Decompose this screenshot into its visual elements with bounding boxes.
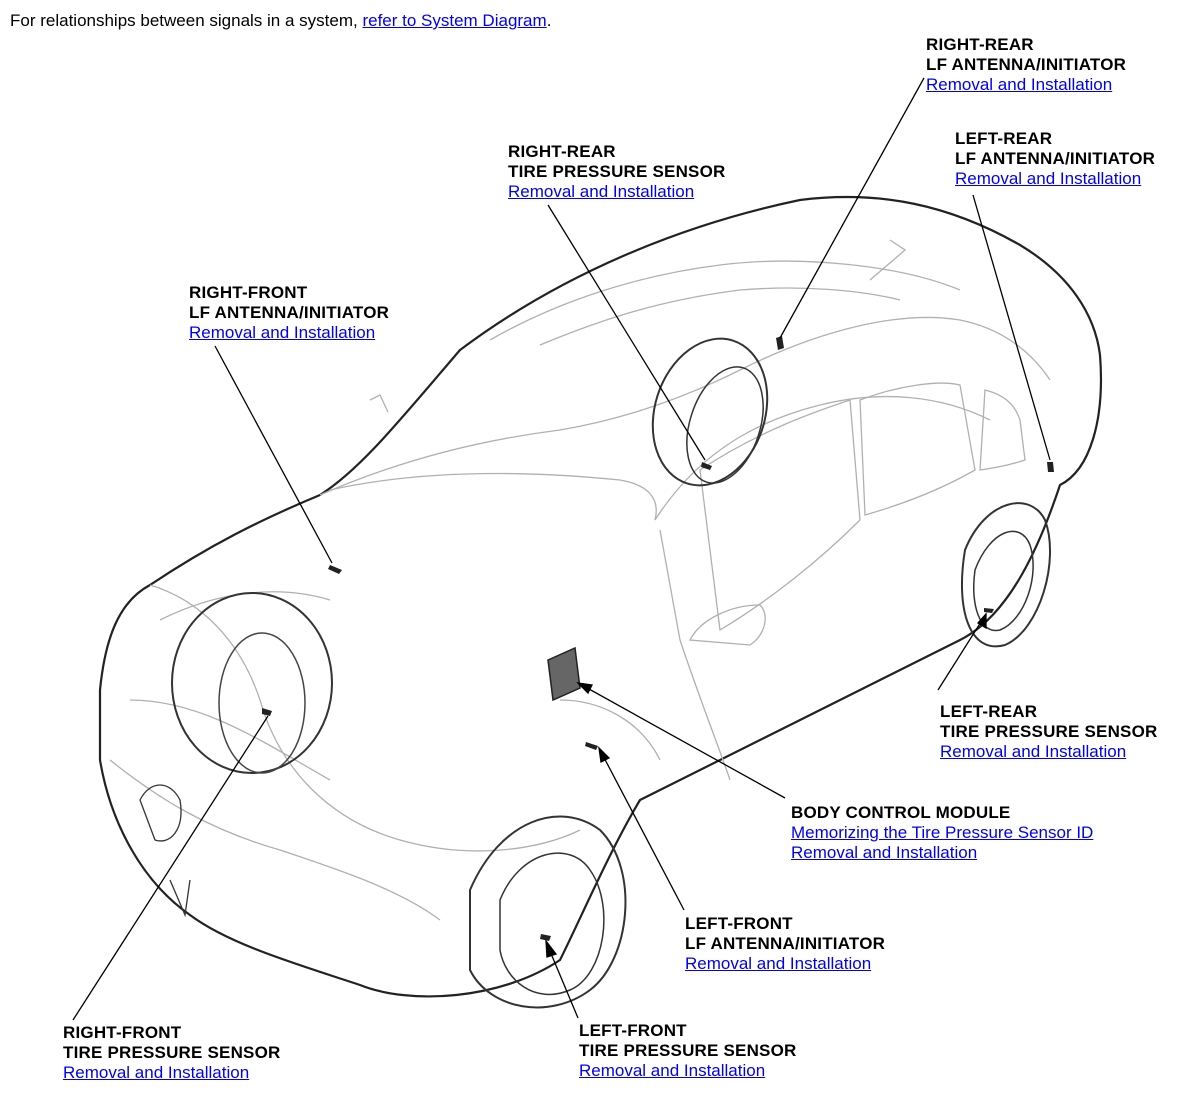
lr-antenna-leader — [972, 194, 1051, 461]
callout-title-line2: LF ANTENNA/INITIATOR — [926, 55, 1127, 74]
callout-right-front-sensor: RIGHT-FRONT TIRE PRESSURE SENSOR Removal… — [63, 1023, 281, 1083]
bcm-removal-link[interactable]: Removal and Installation — [791, 843, 978, 862]
car-drawing — [98, 195, 1103, 998]
rr-antenna-leader — [779, 77, 925, 339]
rr-sensor-mark — [701, 462, 712, 470]
component-marks — [262, 336, 1054, 941]
right-rear-wheel-outer — [651, 337, 769, 487]
right-rear-wheel-inner — [686, 366, 764, 484]
intro-sentence: For relationships between signals in a s… — [10, 11, 363, 30]
callout-right-front-antenna: RIGHT-FRONT LF ANTENNA/INITIATOR Removal… — [189, 283, 389, 343]
rr-sensor-leader — [547, 204, 706, 461]
callout-title-line1: BODY CONTROL MODULE — [791, 803, 1011, 822]
callout-left-rear-sensor: LEFT-REAR TIRE PRESSURE SENSOR Removal a… — [940, 702, 1158, 762]
rr-sensor-removal-link[interactable]: Removal and Installation — [508, 182, 695, 201]
lf-antenna-removal-link[interactable]: Removal and Installation — [685, 954, 872, 973]
callout-title-line1: LEFT-REAR — [955, 129, 1053, 148]
rf-sensor-mark — [262, 708, 272, 716]
rf-antenna-leader — [214, 345, 333, 564]
lf-sensor-leader — [546, 943, 579, 1019]
lr-sensor-mark — [984, 608, 994, 613]
left-front-wheel-inner — [499, 852, 605, 996]
lr-sensor-leader — [937, 613, 987, 691]
lf-sensor-arrow — [545, 938, 558, 958]
rf-antenna-removal-link[interactable]: Removal and Installation — [189, 323, 376, 342]
callout-title-line2: LF ANTENNA/INITIATOR — [955, 149, 1156, 168]
callout-title-line1: RIGHT-REAR — [926, 35, 1034, 54]
callout-title-line1: RIGHT-FRONT — [63, 1023, 182, 1042]
rf-sensor-removal-link[interactable]: Removal and Installation — [63, 1063, 250, 1082]
lr-antenna-mark — [1047, 462, 1054, 472]
bcm-leader — [579, 683, 786, 799]
callout-body-control-module: BODY CONTROL MODULE Memorizing the Tire … — [791, 803, 1093, 863]
callout-title-line1: RIGHT-REAR — [508, 142, 616, 161]
callout-title-line2: TIRE PRESSURE SENSOR — [63, 1043, 281, 1062]
rf-antenna-mark — [328, 565, 342, 574]
callout-title-line1: LEFT-REAR — [940, 702, 1038, 721]
rr-antenna-mark — [776, 336, 784, 350]
bcm-arrow — [576, 682, 593, 695]
body-control-module-shape — [547, 646, 581, 702]
rf-sensor-leader — [72, 715, 269, 1021]
rr-antenna-removal-link[interactable]: Removal and Installation — [926, 75, 1113, 94]
left-rear-wheel-outer — [961, 502, 1052, 648]
callout-title-line2: LF ANTENNA/INITIATOR — [685, 934, 886, 953]
left-front-wheel-outer — [469, 815, 627, 1009]
intro-suffix: . — [546, 11, 552, 30]
left-rear-wheel-inner — [973, 530, 1034, 632]
callout-title-line1: RIGHT-FRONT — [189, 283, 308, 302]
right-front-wheel-outer — [171, 592, 333, 774]
callout-title-line2: TIRE PRESSURE SENSOR — [579, 1041, 797, 1060]
lf-sensor-removal-link[interactable]: Removal and Installation — [579, 1061, 766, 1080]
callout-left-front-antenna: LEFT-FRONT LF ANTENNA/INITIATOR Removal … — [685, 914, 885, 974]
system-diagram-link[interactable]: refer to System Diagram — [362, 11, 547, 30]
callout-left-front-sensor: LEFT-FRONT TIRE PRESSURE SENSOR Removal … — [579, 1021, 797, 1081]
right-front-wheel-inner — [218, 632, 306, 774]
lf-antenna-leader — [599, 749, 685, 911]
callout-title-line2: TIRE PRESSURE SENSOR — [508, 162, 726, 181]
callout-right-rear-antenna: RIGHT-REAR LF ANTENNA/INITIATOR Removal … — [926, 35, 1126, 95]
leader-lines — [72, 77, 1051, 1021]
callout-title-line2: TIRE PRESSURE SENSOR — [940, 722, 1158, 741]
lf-antenna-arrow — [598, 746, 611, 763]
callout-left-rear-antenna: LEFT-REAR LF ANTENNA/INITIATOR Removal a… — [955, 129, 1155, 189]
lr-antenna-removal-link[interactable]: Removal and Installation — [955, 169, 1142, 188]
lr-sensor-removal-link[interactable]: Removal and Installation — [940, 742, 1127, 761]
lf-sensor-mark — [540, 934, 551, 941]
callout-right-rear-sensor: RIGHT-REAR TIRE PRESSURE SENSOR Removal … — [508, 142, 726, 202]
callout-title-line1: LEFT-FRONT — [579, 1021, 687, 1040]
lr-sensor-arrow — [977, 612, 987, 630]
callout-title-line2: LF ANTENNA/INITIATOR — [189, 303, 390, 322]
intro-text: For relationships between signals in a s… — [10, 10, 551, 32]
lf-antenna-mark — [585, 742, 598, 750]
bcm-memorizing-sensor-id-link[interactable]: Memorizing the Tire Pressure Sensor ID — [791, 823, 1094, 842]
callout-title-line1: LEFT-FRONT — [685, 914, 793, 933]
wheels — [171, 337, 1052, 1009]
